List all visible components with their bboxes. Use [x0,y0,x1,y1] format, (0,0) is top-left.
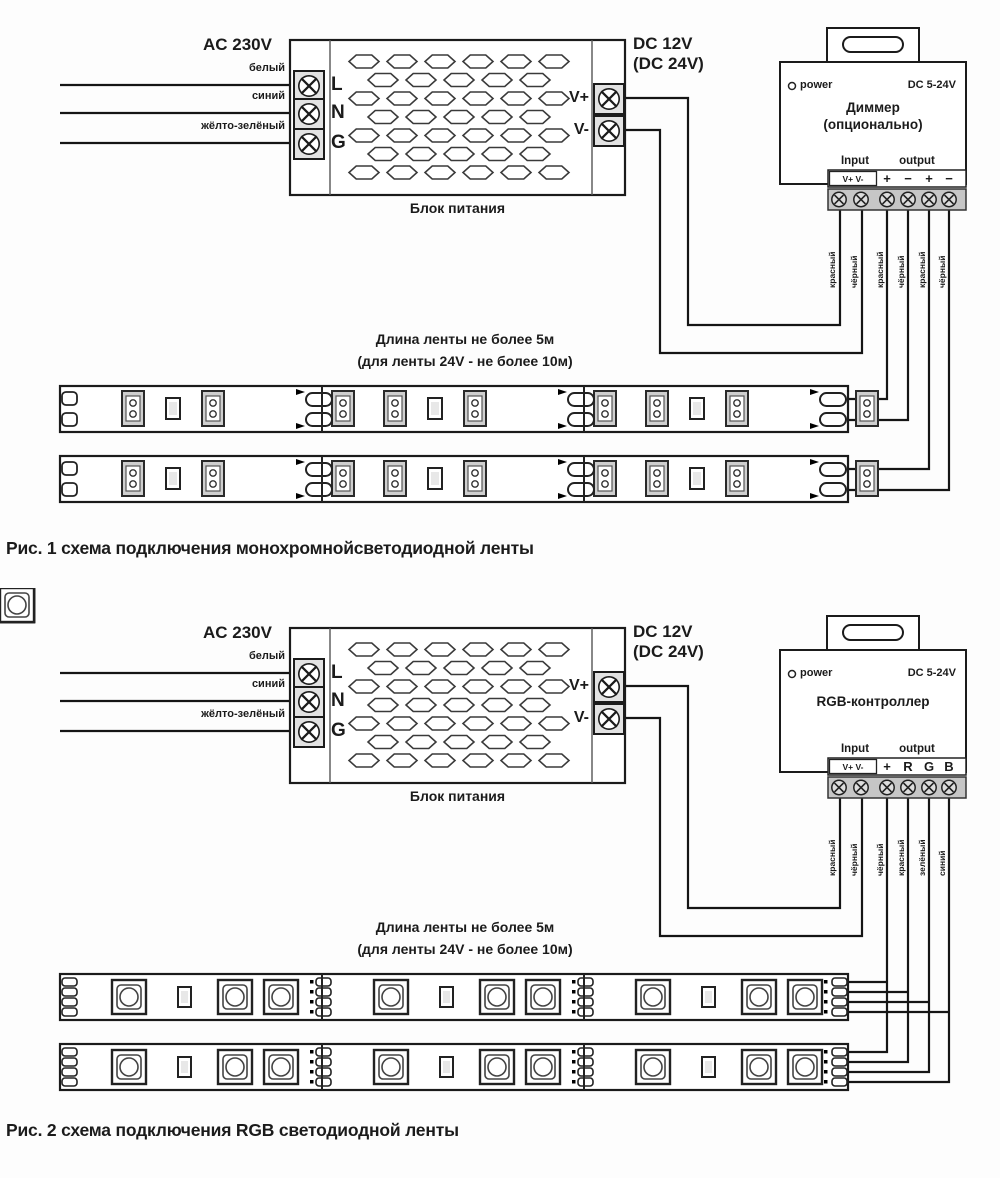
mains-wire-yellow-green-label: жёлто-зелёный [201,120,285,132]
wire-color-label: чёрный [937,255,947,288]
mains-wire-white-label: белый [248,650,285,662]
dc-voltage-label-line1: DC 12V [633,34,693,53]
wire-color-label: красный [875,251,885,288]
output-terminal-symbol: + [883,171,891,186]
psu-terminal-N: N [331,690,345,711]
controller-input-label: Input [840,743,870,755]
strip-length-note-line1: Длина ленты не более 5м [375,919,555,935]
psu-output-vminus-label: V- [573,709,589,726]
mains-wire-blue-label: синий [251,90,285,102]
wire-color-label: синий [937,850,947,876]
figure-1-graphics [58,27,967,504]
wire-color-label: чёрный [896,255,906,288]
psu-terminal-G: G [331,132,346,153]
wire-color-label: красный [827,839,837,876]
figure-2-graphics [0,588,967,1092]
controller-input-terminals-label: V+ V- [842,174,864,184]
psu-output-vminus-label: V- [573,121,589,138]
figure-1-caption: Рис. 1 схема подключения монохромнойсвет… [6,538,534,558]
psu-caption: Блок питания [409,200,506,216]
controller-output-label: output [899,155,935,167]
psu-output-vplus-label: V+ [568,677,589,694]
mains-wire-blue-label: синий [251,678,285,690]
output-terminal-symbol: G [923,759,935,774]
psu-terminal-G: G [331,720,346,741]
psu-caption: Блок питания [409,788,506,804]
output-terminal-symbol: B [944,759,954,774]
wire-color-label: чёрный [875,843,885,876]
figure-1-mono-strip-diagram: AC 230V белый синий жёлто-зелёный L N G … [0,0,1000,588]
wire-color-label: красный [917,251,927,288]
output-terminal-symbol: + [925,171,933,186]
output-terminal-symbol: − [945,171,953,186]
ac-voltage-label: AC 230V [203,623,272,642]
controller-voltage-label: DC 5-24V [907,79,956,91]
output-terminal-symbol: R [903,759,913,774]
strip-length-note-line1: Длина ленты не более 5м [375,331,555,347]
controller-voltage-label: DC 5-24V [907,667,956,679]
strip-length-note-line2: (для ленты 24V - не более 10м) [357,941,573,957]
controller-input-terminals-label: V+ V- [842,762,864,772]
figure-2-caption: Рис. 2 схема подключения RGB светодиодно… [6,1120,459,1140]
wire-color-label: чёрный [849,843,859,876]
output-terminal-symbol: + [883,759,891,774]
wire-color-label: чёрный [849,255,859,288]
dc-voltage-label-line2: (DC 24V) [633,54,704,73]
mains-wire-yellow-green-label: жёлто-зелёный [201,708,285,720]
psu-terminal-L: L [331,74,343,95]
wire-color-label: красный [896,839,906,876]
psu-terminal-N: N [331,102,345,123]
mains-wire-white-label: белый [248,62,285,74]
output-terminal-symbol: − [904,171,912,186]
figure-2-rgb-strip-diagram: AC 230V белый синий жёлто-зелёный L N G … [0,588,1000,1176]
strip-length-note-line2: (для ленты 24V - не более 10м) [357,353,573,369]
psu-terminal-L: L [331,662,343,683]
wire-color-label: зелёный [917,839,927,876]
controller-title: RGB-контроллер [816,694,930,709]
ac-voltage-label: AC 230V [203,35,272,54]
controller-subtitle: (опционально) [823,117,923,132]
power-indicator-label: power [800,79,833,91]
power-indicator-label: power [800,667,833,679]
controller-title: Диммер [846,100,900,115]
controller-output-label: output [899,743,935,755]
dc-voltage-label-line1: DC 12V [633,622,693,641]
wire-color-label: красный [827,251,837,288]
psu-output-vplus-label: V+ [568,89,589,106]
dc-voltage-label-line2: (DC 24V) [633,642,704,661]
controller-input-label: Input [840,155,870,167]
